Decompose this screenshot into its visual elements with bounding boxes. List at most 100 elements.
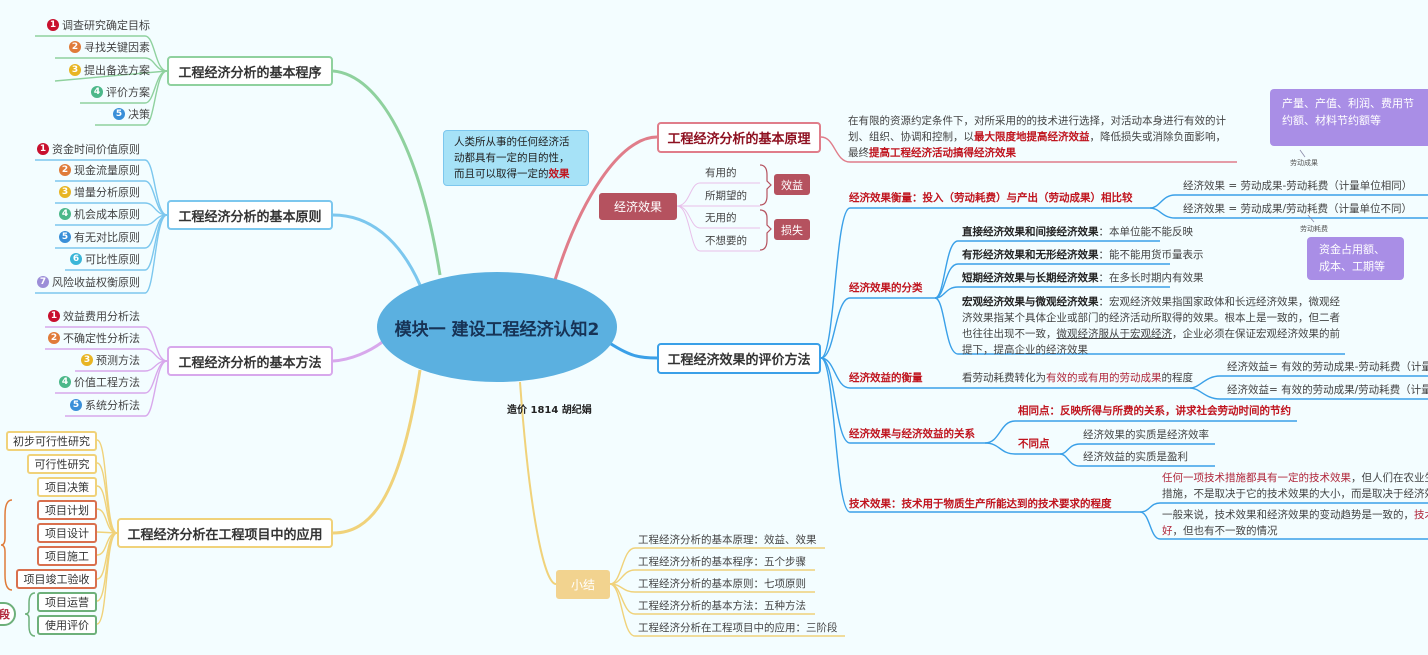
node-label: 小结 bbox=[570, 578, 595, 592]
author-label: 造价 1814 胡纪娟 bbox=[507, 405, 592, 416]
item-label: 评价方案 bbox=[106, 86, 150, 99]
item-label: 机会成本原则 bbox=[74, 208, 140, 221]
number-badge-icon: 6 bbox=[70, 253, 82, 265]
stage-label: 项目决策 bbox=[45, 481, 89, 494]
effect-item: 不想要的 bbox=[705, 235, 747, 247]
number-badge-icon: 3 bbox=[69, 64, 81, 76]
stage-item[interactable]: 项目计划 bbox=[37, 500, 97, 520]
topic-label: 工程经济分析的基本原理 bbox=[667, 132, 811, 147]
item-label: 价值工程方法 bbox=[74, 376, 140, 389]
item-label: 可比性原则 bbox=[85, 253, 140, 266]
topic-basic-procedure[interactable]: 工程经济分析的基本程序 bbox=[167, 56, 333, 86]
same-point: 相同点：反映所得与所费的关系，讲求社会劳动时间的节约 bbox=[1018, 405, 1291, 417]
tech-effect-text: 任何一项技术措施都具有一定的技术效果，但人们在农业生措施，不是取决于它的技术效果… bbox=[1162, 472, 1428, 500]
benefit-node[interactable]: 效益 bbox=[774, 174, 810, 195]
stage-item[interactable]: 使用评价 bbox=[37, 615, 97, 635]
topic-basic-principle[interactable]: 工程经济分析的基本原理 bbox=[657, 122, 821, 153]
stage-label: 项目竣工验收 bbox=[23, 573, 90, 586]
stage-item[interactable]: 初步可行性研究 bbox=[6, 431, 97, 451]
effect-item: 无用的 bbox=[705, 212, 737, 224]
number-badge-icon: 5 bbox=[70, 399, 82, 411]
classify-item: 宏观经济效果与微观经济效果：宏观经济效果指国家政体和长远经济效果，微观经济效果指… bbox=[962, 296, 1340, 356]
stage-item[interactable]: 可行性研究 bbox=[27, 454, 97, 474]
central-topic[interactable]: 模块一 建设工程经济认知2 bbox=[377, 272, 617, 382]
output-note: 产量、产值、利润、费用节约额、材料节约额等 bbox=[1270, 89, 1428, 146]
number-badge-icon: 7 bbox=[37, 276, 49, 288]
classify-item: 直接经济效果和间接经济效果：本单位能不能反映 bbox=[962, 226, 1193, 238]
number-badge-icon: 2 bbox=[48, 332, 60, 344]
item-label: 决策 bbox=[128, 108, 150, 121]
item-label: 系统分析法 bbox=[85, 399, 140, 412]
output-note-label: 劳动成果 bbox=[1290, 159, 1318, 167]
formula: 经济效益= 有效的劳动成果-劳动耗费（计量 bbox=[1227, 361, 1428, 373]
item-label: 预测方法 bbox=[96, 354, 140, 367]
stage-group-node[interactable]: 段 bbox=[0, 602, 16, 626]
summary-node[interactable]: 小结 bbox=[556, 570, 610, 599]
topic-label: 工程经济分析的基本程序 bbox=[178, 65, 322, 81]
number-badge-icon: 2 bbox=[69, 41, 81, 53]
topic-basic-principles[interactable]: 工程经济分析的基本原则 bbox=[167, 200, 333, 230]
item-label: 现金流量原则 bbox=[74, 164, 140, 177]
diff-item: 经济效益的实质是盈利 bbox=[1083, 451, 1188, 463]
classify-item: 有形经济效果和无形经济效果：能不能用货币量表示 bbox=[962, 249, 1204, 261]
loss-node[interactable]: 损失 bbox=[774, 219, 810, 240]
stage-label: 项目设计 bbox=[45, 527, 89, 540]
measure-label: 经济效果衡量：投入（劳动耗费）与产出（劳动成果）相比较 bbox=[849, 192, 1133, 204]
input-note-label: 劳动耗费 bbox=[1300, 225, 1328, 233]
stage-item[interactable]: 项目设计 bbox=[37, 523, 97, 543]
callout-note: 人类所从事的任何经济活动都具有一定的目的性，而且可以取得一定的效果 bbox=[443, 130, 589, 186]
topic-application[interactable]: 工程经济分析在工程项目中的应用 bbox=[117, 518, 333, 548]
stage-group-label: 段 bbox=[0, 608, 10, 621]
number-badge-icon: 1 bbox=[37, 143, 49, 155]
topic-basic-methods[interactable]: 工程经济分析的基本方法 bbox=[167, 346, 333, 376]
number-badge-icon: 1 bbox=[48, 310, 60, 322]
diff-point: 不同点 bbox=[1018, 438, 1050, 450]
topic-label: 工程经济分析的基本原则 bbox=[178, 209, 322, 225]
classify-item: 短期经济效果与长期经济效果：在多长时期内有效果 bbox=[962, 272, 1204, 284]
relation-label: 经济效果与经济效益的关系 bbox=[849, 428, 975, 440]
number-badge-icon: 4 bbox=[91, 86, 103, 98]
stage-item[interactable]: 项目运营 bbox=[37, 592, 97, 612]
number-badge-icon: 4 bbox=[59, 208, 71, 220]
stage-label: 项目运营 bbox=[45, 596, 89, 609]
stage-item[interactable]: 项目决策 bbox=[37, 477, 97, 497]
number-badge-icon: 3 bbox=[59, 186, 71, 198]
node-label: 效益 bbox=[781, 178, 803, 192]
stage-item[interactable]: 项目竣工验收 bbox=[16, 569, 97, 589]
stage-item[interactable]: 项目施工 bbox=[37, 546, 97, 566]
item-label: 有无对比原则 bbox=[74, 231, 140, 244]
stage-label: 初步可行性研究 bbox=[13, 435, 90, 448]
benefit-measure-text: 看劳动耗费转化为有效的或有用的劳动成果的程度 bbox=[962, 372, 1193, 384]
item-label: 调查研究确定目标 bbox=[62, 19, 150, 32]
stage-label: 可行性研究 bbox=[34, 458, 90, 471]
item-label: 资金时间价值原则 bbox=[52, 143, 140, 156]
stage-label: 使用评价 bbox=[45, 619, 89, 632]
formula: 经济效果 = 劳动成果-劳动耗费（计量单位相同） bbox=[1183, 180, 1413, 192]
benefit-measure-label: 经济效益的衡量 bbox=[849, 372, 923, 384]
item-label: 增量分析原则 bbox=[74, 186, 140, 199]
economic-effect-node[interactable]: 经济效果 bbox=[599, 193, 677, 220]
topic-evaluation-methods[interactable]: 工程经济效果的评价方法 bbox=[657, 343, 821, 374]
number-badge-icon: 3 bbox=[81, 354, 93, 366]
principle-description: 在有限的资源约定条件下，对所采用的的技术进行选择，对活动本身进行有效的计划、组织… bbox=[848, 115, 1226, 159]
topic-label: 工程经济分析的基本方法 bbox=[178, 355, 322, 371]
input-note: 资金占用额、成本、工期等 bbox=[1307, 237, 1404, 280]
node-label: 经济效果 bbox=[613, 200, 662, 214]
